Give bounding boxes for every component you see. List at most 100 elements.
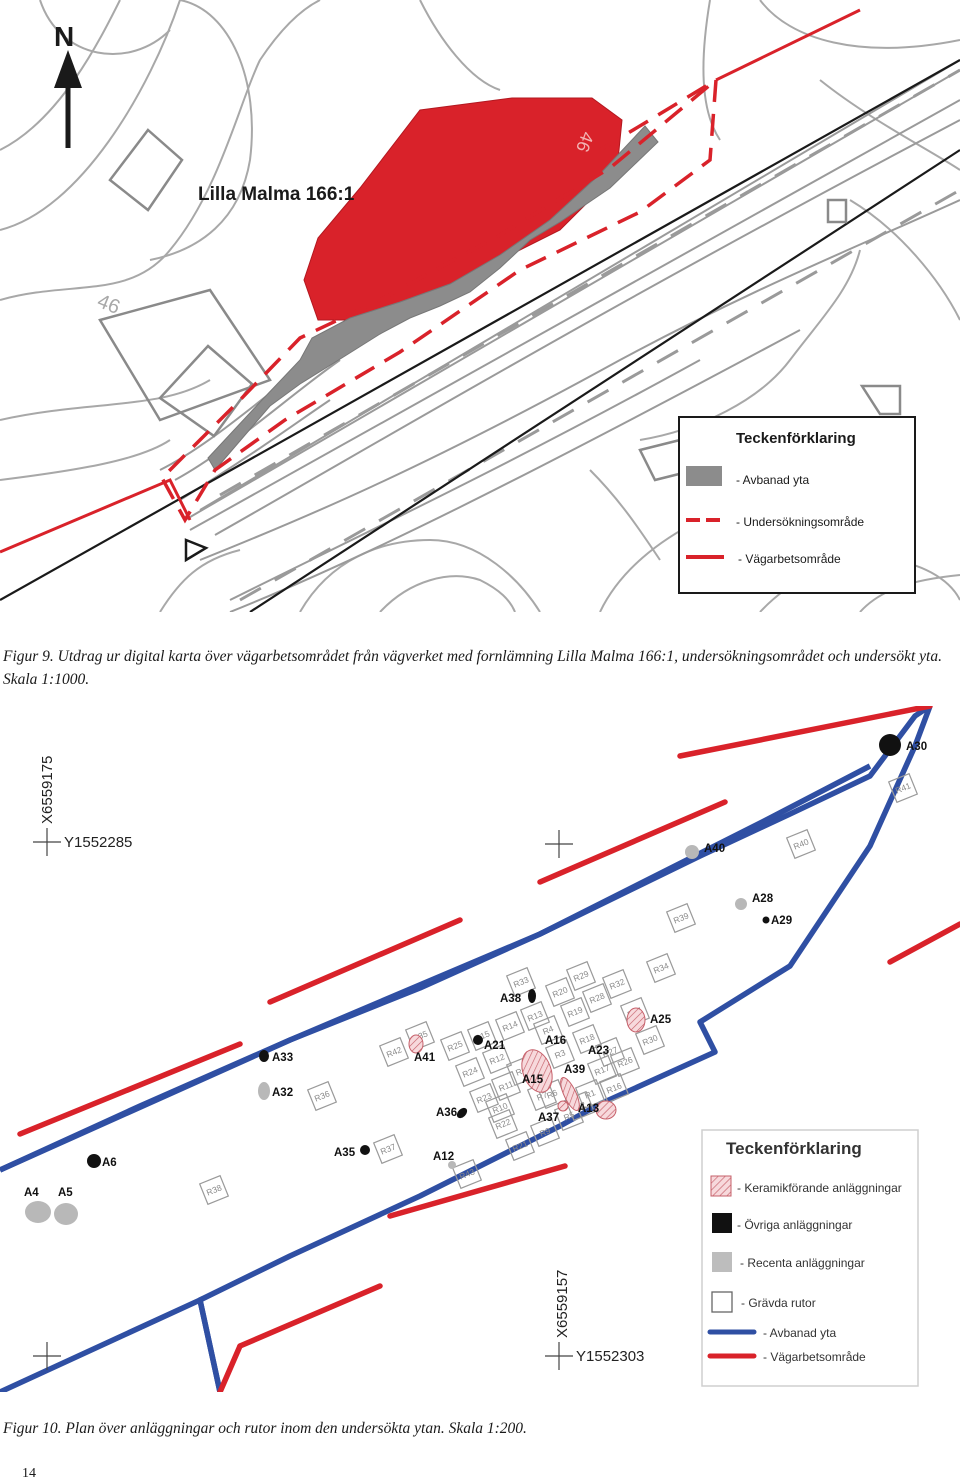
feature-label: A30 [906,741,927,753]
excavation-square: R16 [598,1072,630,1104]
feature-label: A40 [704,843,725,855]
feature-label: A13 [578,1103,599,1115]
feature-label: A21 [484,1040,506,1052]
feature-gray [685,845,699,859]
feature-black [360,1145,370,1155]
legend-swatch-square [711,1291,733,1313]
feature-label: A38 [500,993,522,1005]
legend-label: - Recenta anläggningar [740,1256,865,1270]
legend-title: Teckenförklaring [736,430,856,447]
excavated-area-lower-edge [0,1296,223,1392]
legend-label: - Keramikförande anläggningar [737,1181,902,1195]
excavation-square: R29 [565,960,597,992]
excavation-square: R36 [306,1080,338,1112]
feature-ceramic [408,1034,424,1054]
site-label: Lilla Malma 166:1 [198,184,355,205]
excavation-squares: R33R29R32R34R20R28R31R13R19R14R15R4R18R2… [198,772,919,1206]
feature-gray [25,1201,51,1223]
excavation-square: R3 [544,1038,576,1070]
site-map-figure-9: 46 46 N Lilla Malma 166:1 Teckenförklari… [0,0,960,612]
excavation-square: R30 [634,1024,666,1056]
excavation-square: R22 [487,1108,519,1140]
excavation-square: R4 [532,1014,564,1046]
feature-gray [735,898,747,910]
legend-figure-9: Teckenförklaring - Avbanad yta - Undersö… [678,416,916,594]
road-center-dashed [219,68,960,602]
legend-label: - Grävda rutor [741,1296,816,1310]
excavation-square: R33 [505,966,537,998]
excavation-square: R21 [504,1130,536,1162]
coordinate-label-x-top: X6559175 [39,756,56,824]
page-number: 14 [22,1466,36,1481]
feature-label: A12 [433,1151,454,1163]
feature-label: A15 [522,1074,544,1086]
excavation-square: R20 [544,976,576,1008]
legend-figure-10: Teckenförklaring - Keramikförande anlägg… [701,1129,919,1387]
legend-label: - Övriga anläggningar [737,1218,852,1232]
excavation-square: R12 [481,1043,513,1075]
feature-label: A25 [650,1014,672,1026]
coordinate-label-x-bottom: X6559157 [554,1270,571,1338]
square-label: R1 [583,1087,597,1100]
feature-label: A16 [545,1035,566,1047]
feature-black [473,1035,483,1045]
feature-label: A37 [538,1112,559,1124]
road-work-area-lines [0,8,861,554]
square-label: R6 [545,1087,559,1100]
feature-black [528,989,536,1003]
square-label: R7 [535,1089,549,1102]
feature-label: A32 [272,1087,293,1099]
legend-label: - Avbanad yta [736,473,809,487]
legend-swatch-hatched [710,1175,732,1197]
feature-ceramic [560,1076,580,1112]
coordinate-label-y-bottom: Y1552303 [576,1348,644,1365]
feature-label: A23 [588,1045,609,1057]
excavation-square: R25 [439,1030,471,1062]
feature-ceramic [521,1049,553,1093]
excavation-square: R24 [454,1056,486,1088]
excavation-square: R1 [574,1078,606,1110]
excavation-square: R42 [378,1036,410,1068]
square-label: R3 [553,1047,567,1060]
legend-label: - Vägarbetsområde [738,552,841,566]
legend-title: Teckenförklaring [726,1139,862,1158]
excavation-square: R17 [586,1054,618,1086]
feature-black [879,734,901,756]
excavation-square: R28 [581,982,613,1014]
square-label: R5 [562,1109,576,1122]
feature-label: A35 [334,1147,356,1159]
feature-ceramic [595,1100,617,1120]
north-label: N [54,21,74,52]
excavation-square: R11 [490,1070,522,1102]
square-label: R9 [538,1125,552,1138]
excavation-square: R34 [645,952,677,984]
ceramic-features [408,1007,646,1120]
feature-gray [258,1082,270,1100]
legend-swatch-gray [712,1252,732,1272]
north-arrow: N [54,21,82,148]
excavation-square: R40 [785,828,817,860]
investigation-area-top [599,78,717,152]
excavation-square: R14 [494,1010,526,1042]
road-work-lines [17,706,960,1392]
legend-swatch-black [712,1213,732,1233]
investigation-area-boundary [159,78,718,524]
coordinate-label-y-top: Y1552285 [64,834,132,851]
legend-label: - Avbanad yta [763,1326,836,1340]
other-features [87,734,901,1168]
feature-black [456,1107,468,1119]
feature-black [259,1050,269,1062]
feature-ceramic [626,1007,646,1033]
excavation-square: R38 [198,1174,230,1206]
excavation-square: R41 [887,772,919,804]
excavation-square: R37 [372,1133,404,1165]
excavation-square: R9 [529,1116,561,1148]
excavation-square: R26 [609,1046,641,1078]
feature-black [87,1154,101,1168]
excavation-square: R18 [571,1023,603,1055]
feature-black [762,916,770,924]
excavation-square: R13 [519,1000,551,1032]
feature-label: A39 [564,1064,585,1076]
legend-swatch-gray [686,466,722,486]
